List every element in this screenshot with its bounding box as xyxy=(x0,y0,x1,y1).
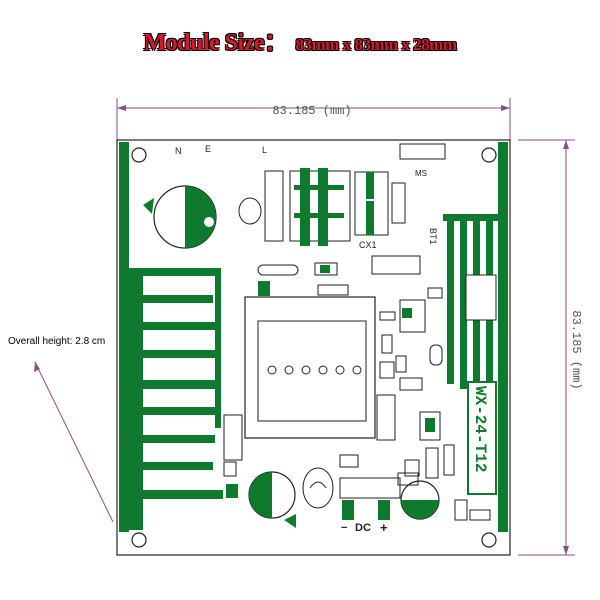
component-outline xyxy=(314,262,338,276)
title-main: Module Size： xyxy=(143,30,289,56)
smd-pad xyxy=(226,484,238,498)
page-title: Module Size： 83mm x 83mm x 28mm xyxy=(0,22,600,57)
label-n: N xyxy=(175,146,182,156)
left-edge-trace xyxy=(119,142,129,532)
small-components xyxy=(376,287,468,521)
common-mode-choke xyxy=(264,168,351,246)
label-cx1: CX1 xyxy=(359,240,377,250)
component-outline xyxy=(257,264,299,276)
label-ms: MS xyxy=(415,169,427,178)
component-outline xyxy=(371,255,421,275)
inductor-l2 xyxy=(302,467,334,509)
mounting-hole xyxy=(481,532,497,548)
component-outline xyxy=(391,182,406,224)
component-outline xyxy=(469,509,491,521)
height-dimension xyxy=(518,139,575,556)
overall-height-note: Overall height: 2.8 cm xyxy=(8,336,106,347)
height-dimension-label: 83.185 (mm) xyxy=(569,310,583,389)
height-note-arrowhead xyxy=(34,362,40,372)
dc-minus-label: − xyxy=(341,522,347,534)
smd-pad xyxy=(258,281,270,296)
dc-pad-plus xyxy=(378,500,390,520)
right-edge-trace xyxy=(498,142,508,532)
left-heatsink-comb xyxy=(129,268,223,530)
label-bt1: BT1 xyxy=(428,228,438,245)
board-model-label: WX-24-T12 xyxy=(471,386,489,472)
mounting-hole xyxy=(481,147,497,163)
title-dimensions: 83mm x 83mm x 28mm xyxy=(295,35,457,54)
mounting-hole xyxy=(131,532,147,548)
label-e: E xyxy=(205,144,211,154)
component-outline xyxy=(223,414,243,461)
component-outline xyxy=(399,143,446,160)
component-outline xyxy=(317,284,349,296)
width-dimension xyxy=(116,98,511,140)
capacitor-c12 xyxy=(248,471,296,519)
label-l: L xyxy=(262,145,267,155)
component-outline xyxy=(339,477,401,499)
capacitor-cx1 xyxy=(354,171,389,236)
component-outline xyxy=(238,197,262,225)
model-label-box xyxy=(467,381,497,495)
smd-pad xyxy=(320,265,330,273)
component-outline xyxy=(223,461,237,477)
component-outline xyxy=(339,454,359,468)
polarity-mark xyxy=(284,514,296,528)
capacitor-output xyxy=(400,480,440,520)
mounting-hole xyxy=(131,147,147,163)
transformer xyxy=(244,296,376,439)
dc-plus-label: + xyxy=(380,520,388,535)
dc-pad-minus xyxy=(342,500,354,520)
component-outline xyxy=(397,472,419,486)
capacitor-c1 xyxy=(143,185,217,249)
dc-output-label: DC xyxy=(355,522,371,534)
height-note-arrow xyxy=(34,361,114,523)
width-dimension-label: 83.185 (mm) xyxy=(272,104,351,118)
right-heatsink-comb xyxy=(443,214,498,399)
